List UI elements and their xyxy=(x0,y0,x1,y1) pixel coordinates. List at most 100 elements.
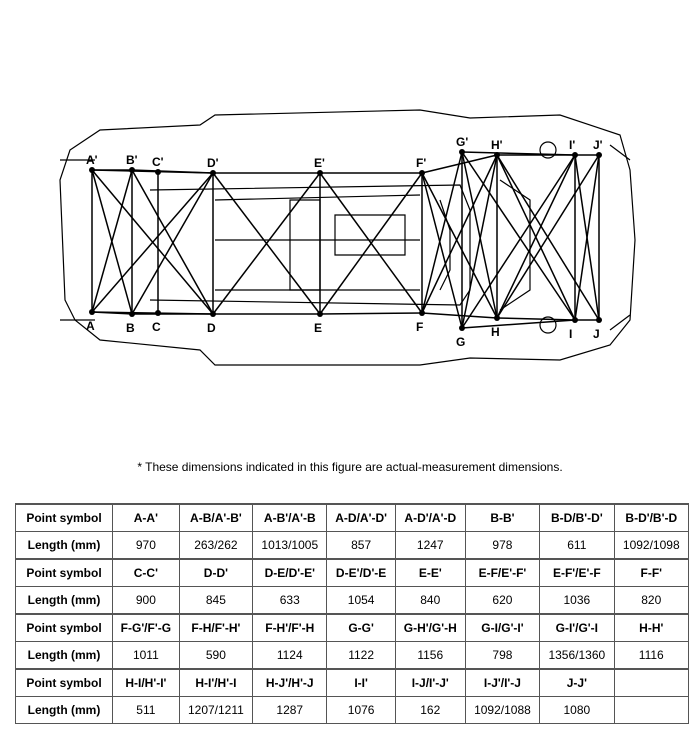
point-label: E' xyxy=(314,156,325,170)
length-cell: 1124 xyxy=(252,641,328,670)
measurement-line xyxy=(91,169,133,315)
measurement-point xyxy=(129,167,135,173)
length-cell: 1092/1098 xyxy=(613,531,690,560)
point-label: A' xyxy=(86,153,98,167)
point-symbol-cell: A-B'/A'-B xyxy=(252,503,328,532)
measurement-point xyxy=(459,325,465,331)
row-header: Point symbol xyxy=(15,668,113,697)
measurement-lines xyxy=(91,151,600,329)
point-symbol-cell: F-F' xyxy=(613,558,690,587)
point-label: I' xyxy=(569,138,575,152)
measurement-point xyxy=(596,317,602,323)
point-label: C xyxy=(152,320,161,334)
measurement-line xyxy=(421,312,498,319)
length-cell: 970 xyxy=(112,531,180,560)
length-cell: 845 xyxy=(178,586,254,615)
measurement-line xyxy=(421,154,498,174)
measurement-line xyxy=(496,317,576,321)
measurement-point xyxy=(419,310,425,316)
measurement-point xyxy=(317,311,323,317)
point-label: F xyxy=(416,320,423,334)
length-cell: 1092/1088 xyxy=(464,696,541,724)
measurement-line xyxy=(91,169,214,315)
point-label: D' xyxy=(207,156,219,170)
point-symbol-cell: B-D'/B'-D xyxy=(613,503,690,532)
measurement-point xyxy=(155,169,161,175)
measurement-point xyxy=(494,152,500,158)
length-cell: 820 xyxy=(613,586,690,615)
measurement-line xyxy=(421,172,463,329)
point-symbol-cell: F-H'/F'-H xyxy=(252,613,328,642)
length-cell: 162 xyxy=(394,696,466,724)
measurement-point xyxy=(317,170,323,176)
measurement-point xyxy=(89,309,95,315)
length-cell xyxy=(613,696,690,724)
measurement-point xyxy=(419,170,425,176)
measurement-point xyxy=(494,315,500,321)
point-symbol-cell: H-I'/H'-I xyxy=(178,668,254,697)
measurement-point xyxy=(155,310,161,316)
row-header: Point symbol xyxy=(15,613,113,642)
row-header: Length (mm) xyxy=(15,531,113,560)
measurement-line xyxy=(421,151,463,314)
point-symbol-cell: I-J'/I'-J xyxy=(464,668,541,697)
length-cell: 1116 xyxy=(613,641,690,670)
length-cell: 511 xyxy=(112,696,180,724)
point-label: H' xyxy=(491,138,503,152)
length-cell: 1011 xyxy=(112,641,180,670)
measurement-line xyxy=(461,151,498,319)
point-label: A xyxy=(86,319,95,333)
measurement-line xyxy=(131,169,214,315)
length-cell: 900 xyxy=(112,586,180,615)
measurement-line xyxy=(461,154,498,329)
measurement-point xyxy=(210,170,216,176)
point-symbol-cell: A-D/A'-D' xyxy=(326,503,396,532)
measurement-line xyxy=(496,154,600,321)
measurement-line xyxy=(461,151,576,321)
length-cell: 857 xyxy=(326,531,396,560)
length-cell: 1013/1005 xyxy=(252,531,328,560)
length-cell: 1287 xyxy=(252,696,328,724)
length-cell: 1080 xyxy=(539,696,615,724)
length-cell: 1054 xyxy=(326,586,396,615)
measurement-line xyxy=(461,319,576,329)
point-symbol-cell: E-E' xyxy=(394,558,466,587)
row-header: Point symbol xyxy=(15,558,113,587)
point-symbol-cell: C-C' xyxy=(112,558,180,587)
row-header: Length (mm) xyxy=(15,641,113,670)
point-label: J' xyxy=(593,138,603,152)
point-symbol-cell: F-G'/F'-G xyxy=(112,613,180,642)
measurement-point xyxy=(596,152,602,158)
length-cell: 840 xyxy=(394,586,466,615)
row-header: Point symbol xyxy=(15,503,113,532)
measurement-note: * These dimensions indicated in this fig… xyxy=(137,460,563,474)
measurement-line xyxy=(131,169,214,174)
length-cell: 1036 xyxy=(539,586,615,615)
length-cell: 590 xyxy=(178,641,254,670)
point-symbol-cell: B-D/B'-D' xyxy=(539,503,615,532)
length-cell: 1247 xyxy=(394,531,466,560)
point-label: E xyxy=(314,321,322,335)
point-symbol-cell: J-J' xyxy=(539,668,615,697)
point-symbol-cell: H-J'/H'-J xyxy=(252,668,328,697)
point-symbol-cell: H-H' xyxy=(613,613,690,642)
row-header: Length (mm) xyxy=(15,696,113,724)
measurement-line xyxy=(319,312,423,315)
measurement-line xyxy=(421,154,498,314)
point-label: B' xyxy=(126,153,138,167)
length-cell: 620 xyxy=(464,586,541,615)
point-symbol-cell: E-F'/E'-F xyxy=(539,558,615,587)
length-cell: 798 xyxy=(464,641,541,670)
point-symbol-cell: G-H'/G'-H xyxy=(394,613,466,642)
measurement-line xyxy=(421,172,498,319)
point-label: I xyxy=(569,327,572,341)
measurement-point xyxy=(459,149,465,155)
